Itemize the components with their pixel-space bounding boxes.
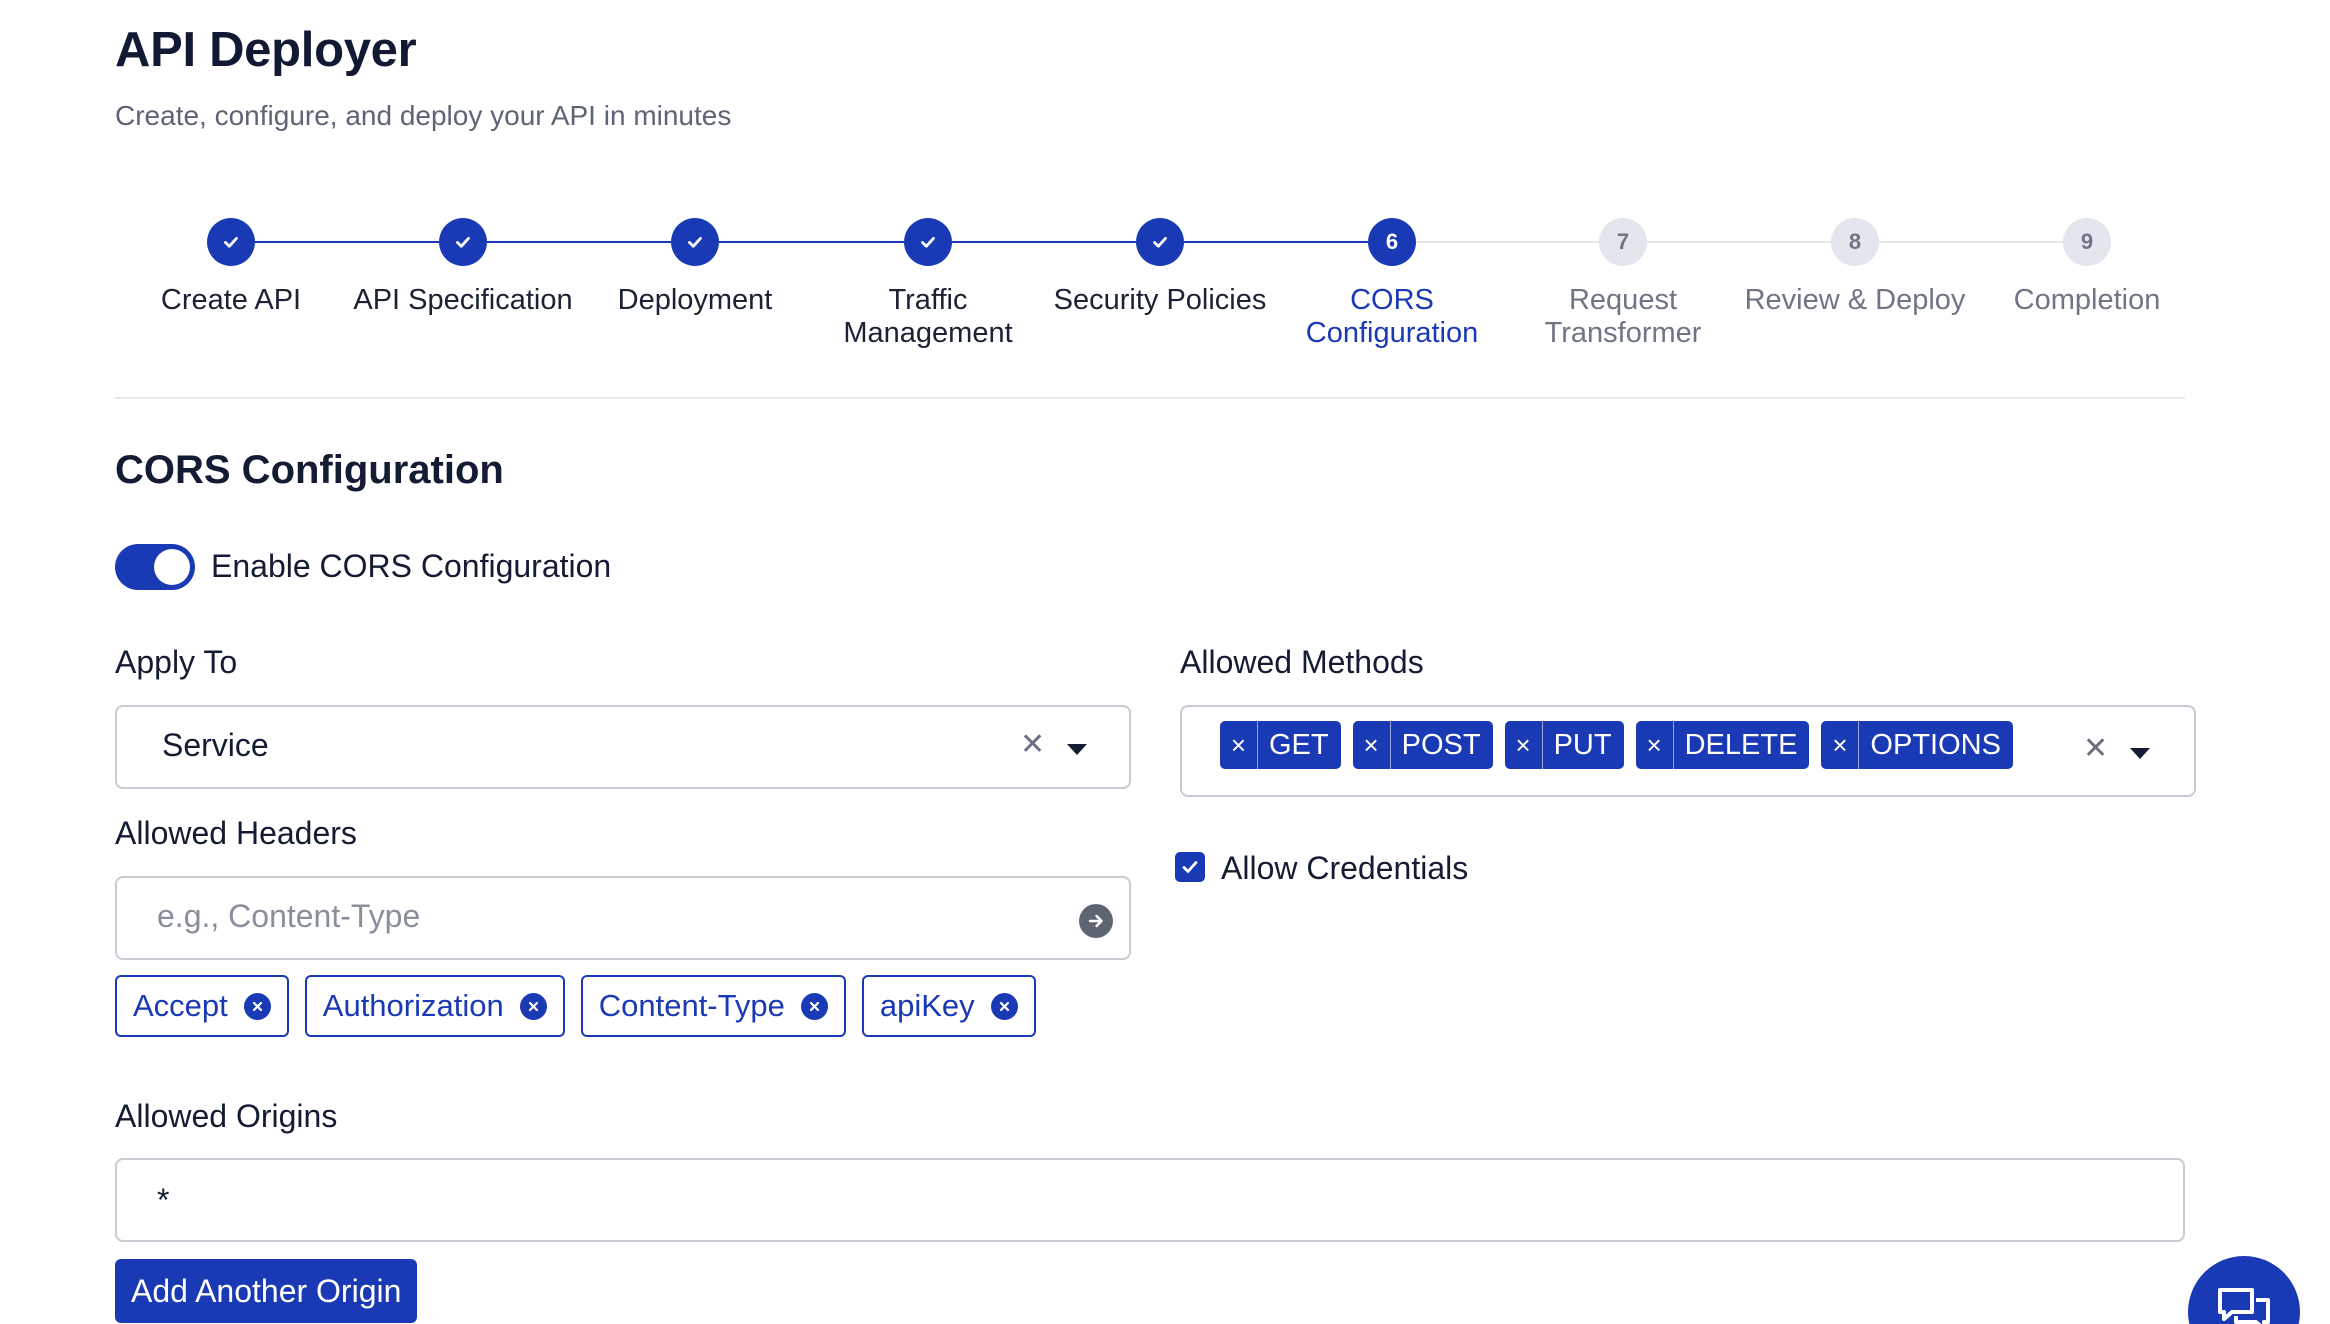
allowed-origins-label: Allowed Origins — [115, 1098, 338, 1134]
method-tag-put: × PUT — [1504, 721, 1624, 769]
section-divider — [115, 397, 2185, 399]
api-deployer-page: API Deployer Create, configure, and depl… — [115, 0, 2196, 1324]
chat-bubbles-icon — [2218, 1288, 2270, 1324]
method-tag-label: GET — [1269, 728, 1329, 761]
apply-to-select[interactable]: Service ✕ — [115, 705, 1131, 789]
step-create-api[interactable]: Create API — [111, 218, 351, 317]
clear-methods-icon[interactable]: ✕ — [2083, 732, 2109, 765]
close-circle-icon[interactable] — [990, 992, 1018, 1020]
toggle-knob — [154, 549, 190, 585]
header-chip-apikey: apiKey — [861, 975, 1036, 1037]
allowed-headers-label: Allowed Headers — [115, 815, 357, 851]
check-icon — [207, 218, 255, 266]
method-tag-options: × OPTIONS — [1821, 721, 2013, 769]
apply-to-value: Service — [162, 727, 269, 763]
clear-selection-icon[interactable]: ✕ — [1020, 728, 1046, 761]
step-label: Request Transformer — [1544, 284, 1702, 349]
check-icon — [1136, 218, 1184, 266]
header-chip-label: Accept — [133, 988, 228, 1023]
stepper-line-completed — [231, 241, 1391, 243]
allowed-headers-placeholder: e.g., Content-Type — [157, 898, 421, 934]
enable-cors-toggle[interactable] — [115, 544, 195, 590]
remove-method-icon[interactable]: × — [1220, 721, 1258, 769]
step-label: Review & Deploy — [1744, 284, 1966, 316]
remove-method-icon[interactable]: × — [1821, 721, 1860, 769]
app-title: API Deployer — [115, 23, 417, 77]
step-label: Completion — [2013, 284, 2161, 316]
step-label: Traffic Management — [843, 284, 1013, 349]
method-tag-label: DELETE — [1684, 728, 1798, 761]
allowed-origin-input[interactable]: * — [115, 1158, 2185, 1242]
stepper-line-pending — [1391, 241, 2087, 243]
chat-button[interactable] — [2188, 1256, 2300, 1324]
method-tag-delete: × DELETE — [1635, 721, 1810, 769]
arrow-right-circle-icon[interactable] — [1079, 904, 1113, 938]
allowed-methods-label: Allowed Methods — [1180, 644, 1424, 680]
check-icon — [671, 218, 719, 266]
method-tag-label: PUT — [1553, 728, 1612, 761]
enable-cors-label: Enable CORS Configuration — [211, 548, 612, 584]
step-label: Security Policies — [1053, 284, 1267, 316]
allowed-methods-select[interactable]: × GET × POST × PUT × DELETE × OPTIONS ✕ — [1180, 705, 2196, 797]
step-label: API Specification — [353, 284, 573, 316]
step-label: CORS Configuration — [1305, 284, 1479, 349]
method-tags: × GET × POST × PUT × DELETE × OPTIONS — [1220, 721, 2013, 769]
allowed-headers-chips: Accept Authorization Content-Type apiKey — [115, 975, 1036, 1037]
progress-stepper: Create API API Specification Deployment Tra… — [115, 218, 2185, 358]
method-tag-get: × GET — [1220, 721, 1341, 769]
method-tag-label: POST — [1401, 728, 1481, 761]
step-number: 7 — [1599, 218, 1647, 266]
step-deployment[interactable]: Deployment — [575, 218, 815, 317]
header-chip-label: Authorization — [322, 988, 504, 1023]
header-chip-content-type: Content-Type — [580, 975, 846, 1037]
step-traffic-management[interactable]: Traffic Management — [808, 218, 1048, 350]
step-number: 8 — [1831, 218, 1879, 266]
close-circle-icon[interactable] — [243, 992, 271, 1020]
remove-method-icon[interactable]: × — [1505, 721, 1543, 769]
header-chip-label: apiKey — [879, 988, 975, 1023]
step-api-specification[interactable]: API Specification — [343, 218, 583, 317]
check-icon — [904, 218, 952, 266]
allow-credentials-checkbox[interactable] — [1175, 852, 1205, 882]
method-tag-post: × POST — [1352, 721, 1493, 769]
method-tag-label: OPTIONS — [1870, 728, 2001, 761]
chevron-down-icon[interactable] — [1067, 744, 1087, 755]
step-number: 9 — [2063, 218, 2111, 266]
allowed-origin-value: * — [157, 1182, 170, 1218]
add-another-origin-button[interactable]: Add Another Origin — [115, 1259, 418, 1323]
remove-method-icon[interactable]: × — [1353, 721, 1391, 769]
step-number: 6 — [1368, 218, 1416, 266]
apply-to-label: Apply To — [115, 644, 238, 680]
close-circle-icon[interactable] — [800, 992, 828, 1020]
chevron-down-icon[interactable] — [2130, 748, 2150, 759]
allow-credentials-label: Allow Credentials — [1221, 850, 1469, 886]
header-chip-label: Content-Type — [598, 988, 785, 1023]
step-label: Create API — [160, 284, 302, 316]
step-label: Deployment — [617, 284, 773, 316]
header-chip-accept: Accept — [115, 975, 289, 1037]
allowed-headers-input[interactable]: e.g., Content-Type — [115, 876, 1131, 960]
step-security-policies[interactable]: Security Policies — [1040, 218, 1280, 317]
check-icon — [439, 218, 487, 266]
remove-method-icon[interactable]: × — [1636, 721, 1674, 769]
close-circle-icon[interactable] — [519, 992, 547, 1020]
app-subtitle: Create, configure, and deploy your API i… — [115, 100, 732, 131]
header-chip-authorization: Authorization — [304, 975, 565, 1037]
section-title: CORS Configuration — [115, 448, 504, 492]
